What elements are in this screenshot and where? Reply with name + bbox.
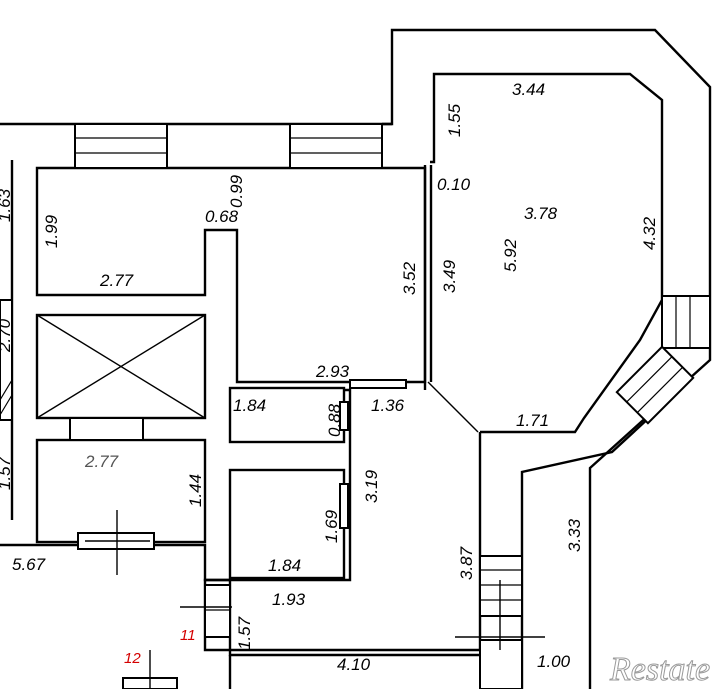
watermark-logo: Restate xyxy=(609,651,710,688)
door-bathroom-large xyxy=(339,483,349,529)
dim-3-52: 3.52 xyxy=(400,261,419,295)
window-bay-lower xyxy=(479,555,523,617)
dim-3-87: 3.87 xyxy=(457,546,476,580)
dim-left-1-57: 1.57 xyxy=(0,456,14,490)
door-shaft-bottom xyxy=(69,417,144,441)
dim-0-68: 0.68 xyxy=(205,207,239,226)
window-top-left xyxy=(74,123,168,169)
window-bottom-bay xyxy=(479,639,523,689)
dim-0-10: 0.10 xyxy=(437,175,471,194)
dim-left-1-63: 1.63 xyxy=(0,188,14,222)
dim-0-99: 0.99 xyxy=(227,174,246,208)
window-bay-right xyxy=(661,295,711,349)
window-left-edge xyxy=(0,299,13,421)
shaft-cross-b xyxy=(36,314,206,419)
dim-1-99: 1.99 xyxy=(42,214,61,248)
dim-2-77-mid: 2.77 xyxy=(84,452,119,471)
bay-room-inner-wall xyxy=(430,72,664,434)
room-numbers: 11 12 xyxy=(124,627,196,667)
window-bay-diagonal xyxy=(615,345,695,425)
dim-3-78: 3.78 xyxy=(524,204,558,223)
dim-1-69: 1.69 xyxy=(322,509,341,543)
door-room-11 xyxy=(204,584,231,638)
dim-1-44: 1.44 xyxy=(186,474,205,507)
dim-3-19: 3.19 xyxy=(362,469,381,503)
dim-1-57: 1.57 xyxy=(235,616,254,650)
dim-3-44: 3.44 xyxy=(512,80,545,99)
bay-diagonal-jamb xyxy=(427,381,479,433)
dim-0-88: 0.88 xyxy=(325,403,344,437)
dim-3-33: 3.33 xyxy=(565,518,584,552)
living-room-wall xyxy=(35,166,427,384)
dim-4-32: 4.32 xyxy=(640,216,659,250)
dim-1-00: 1.00 xyxy=(537,652,571,671)
axis-marks xyxy=(85,510,545,689)
door-bathroom-small xyxy=(339,401,349,431)
window-top-right xyxy=(289,123,383,169)
room-number-12: 12 xyxy=(124,650,141,667)
dim-5-67: 5.67 xyxy=(12,555,46,574)
lower-left-room-wall xyxy=(35,438,207,544)
windows xyxy=(0,123,711,689)
room-11-wall xyxy=(0,543,480,657)
dim-1-71: 1.71 xyxy=(516,411,549,430)
dim-1-55: 1.55 xyxy=(445,103,464,137)
dim-1-36: 1.36 xyxy=(371,396,405,415)
bay-room-outer-wall xyxy=(382,28,712,689)
door-corridor-top xyxy=(349,379,407,389)
dim-3-49: 3.49 xyxy=(440,259,459,293)
room-number-11: 11 xyxy=(180,627,196,644)
dim-1-93: 1.93 xyxy=(272,590,306,609)
dim-left-2-70: 2.70 xyxy=(0,318,14,353)
dim-4-10: 4.10 xyxy=(337,655,371,674)
dimension-labels: 3.44 1.55 0.10 3.78 4.32 5.92 3.49 3.52 … xyxy=(0,80,659,674)
dim-2-93: 2.93 xyxy=(315,362,350,381)
dim-5-92: 5.92 xyxy=(501,238,520,272)
dim-1-84-top: 1.84 xyxy=(233,396,266,415)
dim-1-84-bottom: 1.84 xyxy=(268,556,301,575)
dim-2-77-top: 2.77 xyxy=(99,271,134,290)
